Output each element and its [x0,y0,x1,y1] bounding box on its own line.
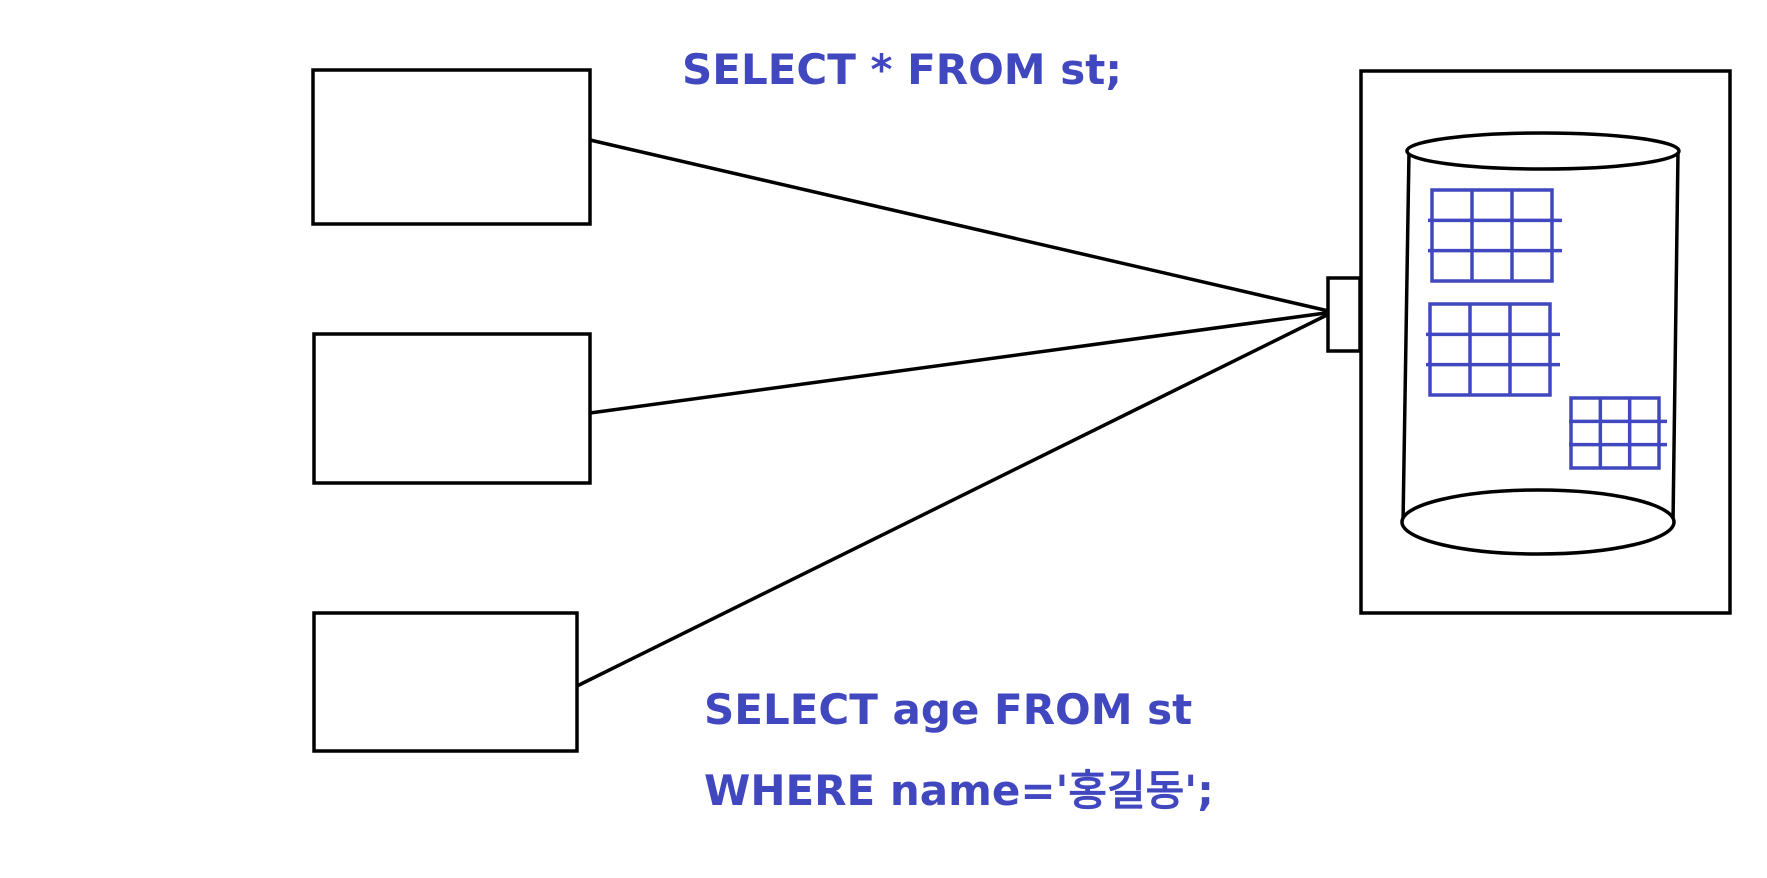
query-select-age-line-2: WHERE name='홍길동'; [704,766,1214,815]
table-grid-icon [1569,396,1667,470]
table-grid-icon [1428,188,1562,283]
connection-line-1 [589,138,1334,314]
query-select-all: SELECT * FROM st; [682,45,1123,94]
database-cylinder-icon [1400,131,1681,556]
db-tables [1426,188,1667,470]
connection-line-3 [576,310,1334,688]
query-select-age-line-1: SELECT age FROM st [704,685,1193,734]
client-box-2 [312,332,592,485]
client-box-3 [312,611,579,753]
db-port [1326,276,1362,353]
connection-line-2 [589,310,1334,415]
client-box-1 [311,68,592,226]
table-grid-icon [1426,302,1560,397]
